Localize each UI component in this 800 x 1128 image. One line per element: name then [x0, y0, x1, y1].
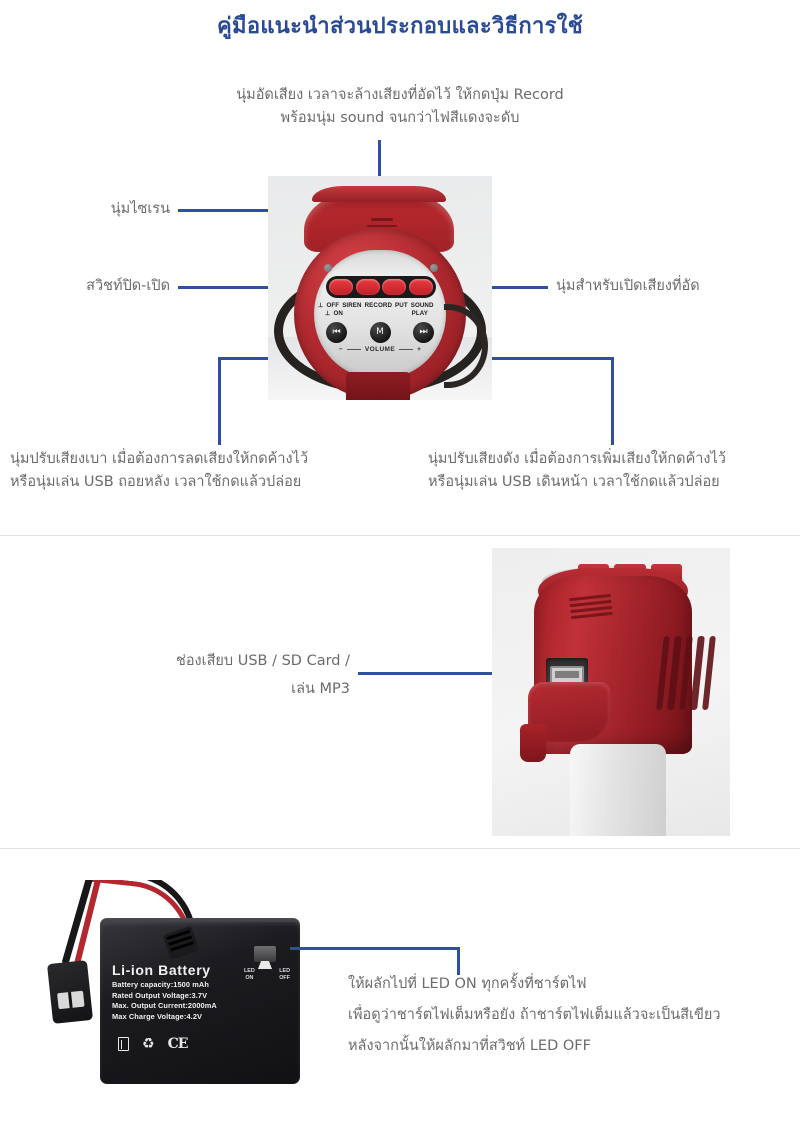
led-on-label: LED ON — [244, 968, 255, 981]
annotation-siren-button: นุ่มไซเรน — [110, 201, 170, 217]
leader-volume-up-horizontal — [428, 357, 614, 360]
section-divider-1 — [0, 535, 800, 536]
side-vents — [656, 636, 716, 710]
leader-led-switch-vertical — [457, 947, 460, 975]
legend-play: PLAY — [411, 310, 428, 318]
battery-connector-plug — [46, 960, 94, 1024]
speaker-grille-icon — [568, 593, 613, 620]
megaphone-horn-base — [346, 372, 410, 400]
leader-usb-horizontal — [358, 672, 550, 675]
battery-spec-current: Max. Output Current:2000mA — [112, 1001, 217, 1011]
record-button[interactable] — [355, 279, 380, 295]
battery-label: Li-ion Battery Battery capacity:1500 mAh… — [112, 962, 262, 1022]
legend-put: PUT — [395, 302, 408, 309]
leader-play-recorded-horizontal — [440, 286, 548, 289]
annotation-play-recorded-button: นุ่มสำหรับเปิดเสียงที่อัด — [556, 278, 700, 294]
previous-track-button[interactable]: ⏮ — [326, 322, 347, 343]
screw-left — [324, 264, 332, 272]
put-sound-button[interactable] — [382, 279, 407, 295]
siren-button[interactable] — [329, 279, 353, 295]
annotation-power-switch: สวิชท์ปิด-เปิด — [86, 278, 170, 294]
megaphone-handle — [570, 744, 666, 836]
annotation-charging-line3: หลังจากนั้นให้ผลักมาที่สวิชท์ LED OFF — [348, 1038, 591, 1054]
led-switch[interactable] — [254, 946, 276, 962]
battery-spec-charge-voltage: Max Charge Voltage:4.2V — [112, 1011, 203, 1021]
switch-symbol-off-icon: ⊥ — [318, 302, 324, 309]
legend-on: ON — [333, 310, 343, 318]
li-ion-battery-photo: Li-ion Battery Battery capacity:1500 mAh… — [28, 880, 328, 1112]
battery-certification-symbols: ♻ CE — [118, 1036, 238, 1052]
leader-volume-down-vertical — [218, 357, 221, 445]
leader-siren-horizontal — [178, 209, 340, 212]
volume-label: VOLUME — [364, 346, 396, 353]
volume-plus-label: + — [417, 346, 422, 353]
legend-sound: SOUND — [410, 302, 434, 309]
red-button-bar — [326, 276, 436, 298]
screw-right — [430, 264, 438, 272]
megaphone-cap-lip — [312, 186, 446, 202]
legend-record: RECORD — [364, 302, 393, 309]
megaphone-control-panel-photo: ⊥ OFF SIREN RECORD PUT SOUND ⊥ ON PLAY ⏮… — [268, 176, 492, 400]
led-switch-labels: LED ON LED OFF — [244, 968, 290, 982]
switch-symbol-on-icon: ⊥ — [325, 310, 331, 318]
annotation-volume-down: นุ่มปรับเสียงเบา เมื่อต้องการลดเสียงให้ก… — [10, 451, 308, 491]
megaphone-usb-port-photo — [492, 548, 730, 836]
leader-led-switch-horizontal — [290, 947, 460, 950]
play-button[interactable] — [408, 279, 433, 295]
volume-minus-label: − — [338, 346, 343, 353]
recycle-icon: ♻ — [142, 1036, 155, 1052]
legend-off: OFF — [326, 302, 340, 309]
ce-mark-icon: CE — [167, 1036, 189, 1052]
battery-spec-voltage: Rated Output Voltage:3.7V — [112, 990, 208, 1000]
volume-rule-right — [399, 349, 414, 350]
led-off-label: LED OFF — [279, 968, 290, 981]
annotation-volume-up: นุ่มปรับเสียงดัง เมื่อต้องการเพิ่มเสียงใ… — [428, 451, 726, 491]
volume-scale: − VOLUME + — [323, 346, 437, 353]
battery-spec-capacity: Battery capacity:1500 mAh — [112, 980, 209, 989]
flap-hook — [520, 724, 546, 762]
leader-power-switch-horizontal — [178, 286, 318, 289]
annotation-record-button: นุ่มอัดเสียง เวลาจะล้างเสียงที่อัดไว้ ให… — [236, 87, 564, 127]
volume-rule-left — [346, 349, 361, 350]
control-panel-plate — [314, 250, 446, 378]
leader-volume-up-vertical — [611, 357, 614, 445]
media-button-row: ⏮ M ⏭ — [326, 322, 434, 343]
battery-brand: Li-ion Battery — [112, 962, 211, 978]
annotation-charging-line1: ให้ผลักไปที่ LED ON ทุกครั้งที่ชาร์ตไฟ — [348, 976, 587, 992]
annotation-usb-slot-line1: ช่องเสียบ USB / SD Card / — [175, 653, 350, 669]
section-divider-2 — [0, 848, 800, 849]
mode-button[interactable]: M — [369, 322, 391, 343]
legend-siren: SIREN — [342, 302, 362, 309]
annotation-charging-line2: เพื่อดูว่าชาร์ตไฟเต็มหรือยัง ถ้าชาร์ตไฟเ… — [348, 1007, 721, 1023]
panel-legend: ⊥ OFF SIREN RECORD PUT SOUND ⊥ ON PLAY — [318, 302, 450, 319]
annotation-usb-slot-line2: เล่น MP3 — [291, 681, 350, 697]
weee-crossed-bin-icon — [118, 1037, 129, 1051]
next-track-button[interactable]: ⏭ — [413, 322, 434, 343]
page-title: คู่มือแนะนำส่วนประกอบและวิธีการใช้ — [217, 14, 583, 39]
